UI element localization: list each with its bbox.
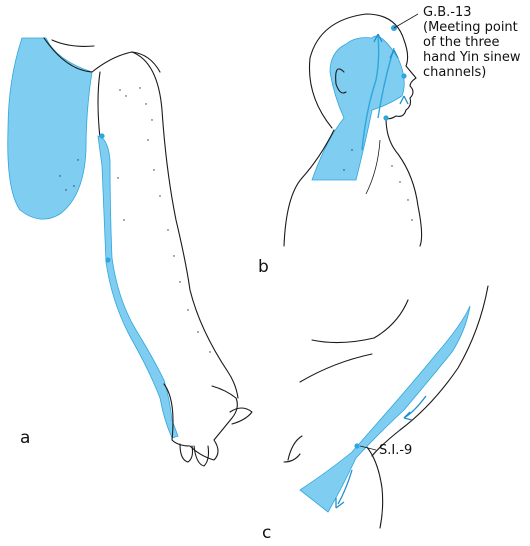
- elbow-point: [105, 257, 110, 262]
- shoulder-point: [99, 133, 104, 138]
- gb13-leader-line: [394, 14, 418, 28]
- arm-channel-strip: [98, 136, 178, 438]
- chest-channel-strip: [300, 306, 470, 512]
- chest-contour: [312, 300, 408, 343]
- hand-outline: [164, 384, 237, 460]
- panel-a-arm: [8, 38, 252, 466]
- neck-shoulders: [386, 118, 422, 246]
- gb13-point-label: G.B.-13: [423, 5, 530, 20]
- scapula-channel-region: [8, 38, 92, 219]
- panel-b-head: [284, 14, 422, 246]
- finger-1: [194, 446, 209, 466]
- panel-label-b: b: [258, 257, 269, 277]
- si9-label: S.I.-9: [379, 443, 412, 458]
- head-point-3: [383, 115, 388, 120]
- panel-c-chest: [284, 286, 488, 528]
- neck-line: [52, 40, 94, 46]
- panel-label-a: a: [20, 428, 30, 448]
- head-point-2: [401, 73, 406, 78]
- gb13-note-line-3: hand Yin sinew: [423, 50, 530, 65]
- head-arrow-3: [400, 96, 408, 104]
- breast-contour: [284, 436, 302, 462]
- panel-label-c: c: [262, 523, 271, 543]
- gb13-note-line-2: of the three: [423, 35, 530, 50]
- gb13-annotation: G.B.-13 (Meeting point of the three hand…: [423, 5, 530, 80]
- chest-lower-contour: [300, 354, 372, 382]
- gb13-note-line-4: channels): [423, 65, 530, 80]
- si9-point: [354, 443, 359, 448]
- armpit-contour: [366, 446, 383, 528]
- arm-outer-contour: [132, 52, 238, 398]
- collar-line: [366, 140, 380, 194]
- gb13-note-line-1: (Meeting point: [423, 20, 530, 35]
